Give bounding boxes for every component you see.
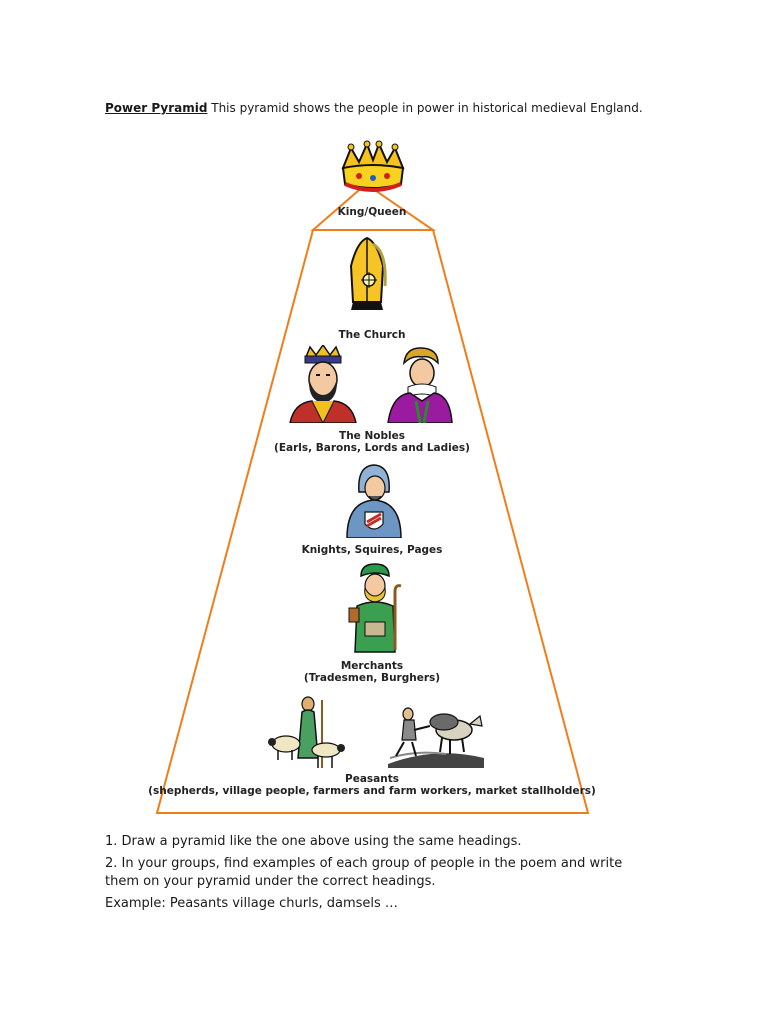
task-example: Example: Peasants village churls, damsel…: [105, 896, 398, 911]
king-icon: [289, 345, 357, 423]
plough-oxen-icon: [388, 707, 484, 768]
task-2: 2. In your groups, find examples of each…: [105, 856, 623, 889]
level-label: Peasants: [345, 773, 399, 785]
level-sublabel: (Tradesmen, Burghers): [303, 672, 441, 684]
level-label: Merchants: [340, 660, 404, 672]
intro-text: This pyramid shows the people in power i…: [207, 101, 643, 115]
level-sublabel: (Earls, Barons, Lords and Ladies): [274, 442, 470, 454]
level-nobles: The Nobles (Earls, Barons, Lords and Lad…: [0, 430, 744, 454]
intro-line: Power Pyramid This pyramid shows the peo…: [105, 101, 643, 115]
level-sublabel: (shepherds, village people, farmers and …: [148, 785, 596, 797]
shepherd-icon: [268, 696, 345, 768]
level-label: The Church: [338, 329, 406, 341]
level-label: The Nobles: [339, 430, 405, 442]
task-1: 1. Draw a pyramid like the one above usi…: [105, 834, 522, 849]
pyramid-body-outline: [155, 229, 590, 814]
crown-icon: [341, 140, 405, 192]
level-label: King/Queen: [337, 206, 407, 218]
mitre-icon: [349, 236, 387, 310]
level-label: Knights, Squires, Pages: [301, 544, 443, 556]
intro-title: Power Pyramid: [105, 101, 208, 115]
lady-icon: [387, 347, 453, 423]
level-church: The Church: [0, 329, 744, 341]
merchant-icon: [348, 563, 402, 653]
level-knights: Knights, Squires, Pages: [0, 544, 744, 556]
level-king-queen: King/Queen: [0, 206, 744, 218]
task-instructions: 1. Draw a pyramid like the one above usi…: [105, 833, 645, 917]
level-merchants: Merchants (Tradesmen, Burghers): [0, 660, 744, 684]
level-peasants: Peasants (shepherds, village people, far…: [0, 773, 744, 797]
knight-icon: [346, 464, 402, 538]
